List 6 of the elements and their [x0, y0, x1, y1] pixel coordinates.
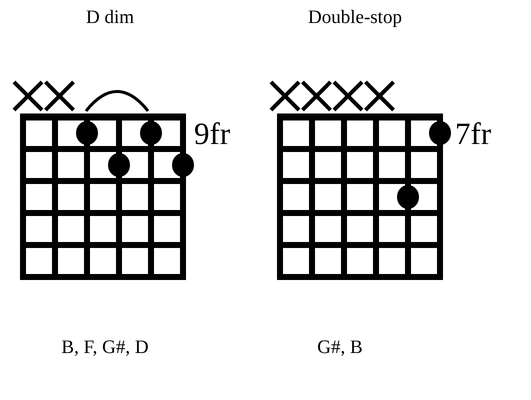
- note-list: G#, B: [317, 338, 363, 357]
- note-list: B, F, G#, D: [61, 338, 149, 357]
- fret-number: 7fr: [455, 118, 492, 149]
- chord-name: Double-stop: [308, 8, 402, 27]
- chord-name: D dim: [86, 8, 134, 27]
- fret-number: 9fr: [194, 118, 230, 149]
